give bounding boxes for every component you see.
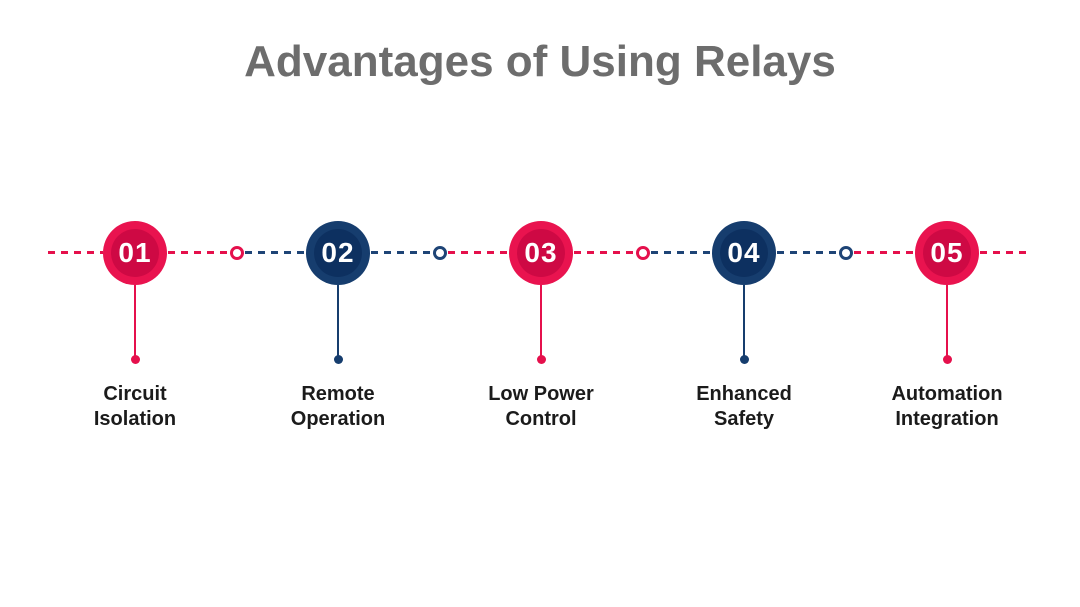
node-05-label: Automation Integration xyxy=(852,382,1042,432)
node-04-circle-inner xyxy=(720,229,768,277)
connector-dash-10 xyxy=(980,251,1032,254)
node-02-label-line1: Remote xyxy=(301,383,375,405)
node-04-label-line1: Enhanced xyxy=(696,383,792,405)
connector-dash-4 xyxy=(371,251,432,254)
node-01-label: Circuit Isolation xyxy=(40,382,230,432)
connector-dash-6 xyxy=(574,251,635,254)
node-03-number: 03 xyxy=(524,237,558,268)
connector-ring-3 xyxy=(636,246,650,260)
connector-dash-7 xyxy=(651,251,712,254)
node-04-stem xyxy=(743,285,745,356)
node-01-circle-inner xyxy=(111,229,159,277)
node-04-dot xyxy=(739,355,749,364)
node-01-stem xyxy=(134,285,136,356)
connector-dash-3 xyxy=(245,251,306,254)
node-03-dot xyxy=(536,355,546,364)
node-03-circle-inner xyxy=(517,229,565,277)
node-01-circle: 01 xyxy=(103,221,167,285)
node-02-label: Remote Operation xyxy=(243,382,433,432)
node-04-number: 04 xyxy=(727,237,761,268)
connector-ring-1 xyxy=(230,246,244,260)
connector-dash-5 xyxy=(448,251,509,254)
node-04-label-line2: Safety xyxy=(713,408,775,430)
connector-dash-8 xyxy=(777,251,838,254)
node-04-circle: 04 xyxy=(712,221,776,285)
connector-ring-2 xyxy=(433,246,447,260)
node-02-circle: 02 xyxy=(306,221,370,285)
node-05-stem xyxy=(946,285,948,356)
connector-ring-4 xyxy=(839,246,853,260)
node-05-circle: 05 xyxy=(915,221,979,285)
node-01-dot xyxy=(130,355,140,364)
node-03-circle: 03 xyxy=(509,221,573,285)
node-03-label-line1: Low Power xyxy=(488,383,594,405)
page-title: Advantages of Using Relays xyxy=(244,37,836,86)
node-05-label-line1: Automation xyxy=(891,383,1003,405)
node-01-label-line2: Isolation xyxy=(93,408,177,430)
node-05-dot xyxy=(942,355,952,364)
node-05-label-line2: Integration xyxy=(895,408,999,430)
connector-dash-9 xyxy=(854,251,915,254)
node-02-circle-inner xyxy=(314,229,362,277)
node-01-label-line1: Circuit xyxy=(103,383,167,405)
node-02-stem xyxy=(337,285,339,356)
node-05-circle-inner xyxy=(923,229,971,277)
node-02-label-line2: Operation xyxy=(290,408,386,430)
node-05-number: 05 xyxy=(930,237,964,268)
connector-dash-1 xyxy=(48,251,103,254)
node-02-dot xyxy=(333,355,343,364)
connector-dash-2 xyxy=(168,251,229,254)
node-03-label-line2: Control xyxy=(505,408,577,430)
node-03-label: Low Power Control xyxy=(446,382,636,432)
node-01-number: 01 xyxy=(118,237,152,268)
node-04-label: Enhanced Safety xyxy=(649,382,839,432)
node-02-number: 02 xyxy=(321,237,355,268)
node-03-stem xyxy=(540,285,542,356)
